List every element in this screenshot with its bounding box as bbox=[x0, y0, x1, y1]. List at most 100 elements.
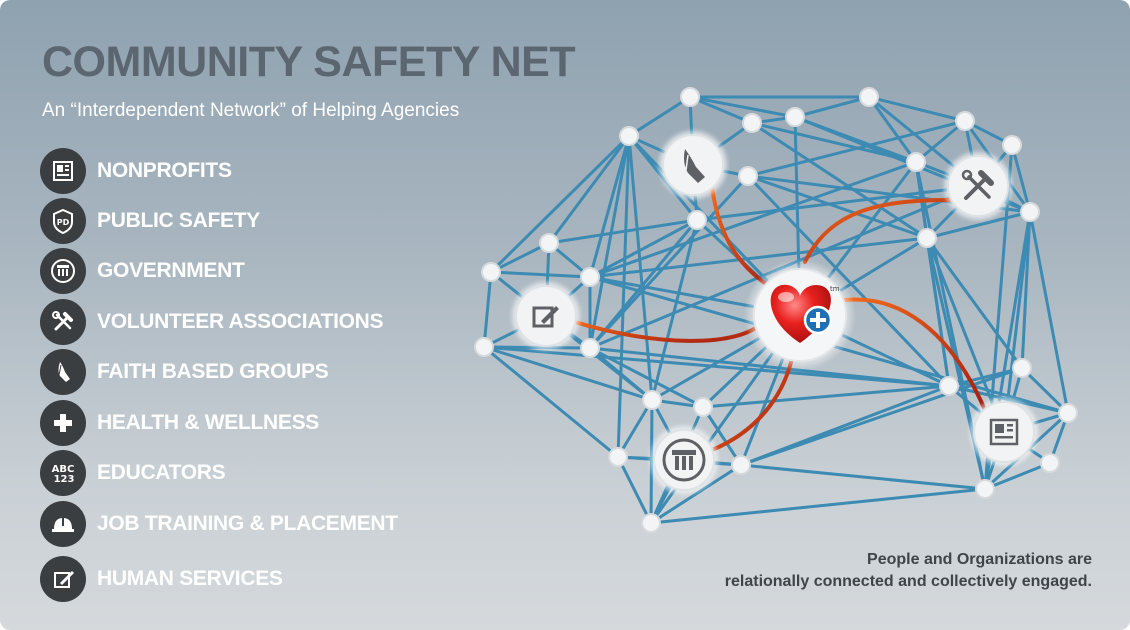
network-edge bbox=[588, 218, 699, 279]
network-edge bbox=[588, 346, 705, 409]
network-edge bbox=[489, 134, 631, 274]
network-node bbox=[742, 113, 762, 133]
network-edge bbox=[867, 95, 918, 164]
network-node bbox=[641, 513, 661, 533]
svg-text:123: 123 bbox=[54, 474, 75, 485]
newspaper-node-icon bbox=[970, 398, 1038, 466]
legend-item-faith-based-groups: FAITH BASED GROUPS bbox=[40, 349, 329, 395]
network-edge bbox=[616, 398, 654, 459]
network-edge bbox=[588, 346, 951, 388]
network-node bbox=[1020, 202, 1040, 222]
network-node bbox=[642, 390, 662, 410]
legend-item-health-wellness: HEALTH & WELLNESS bbox=[40, 400, 319, 446]
legend-label: JOB TRAINING & PLACEMENT bbox=[97, 512, 398, 535]
network-edge bbox=[701, 384, 951, 409]
police-badge-icon: PD bbox=[40, 198, 86, 244]
network-node bbox=[939, 376, 959, 396]
network-edge bbox=[701, 405, 743, 467]
highlight-path bbox=[803, 198, 952, 264]
network-edges bbox=[482, 95, 1070, 525]
network-edge bbox=[489, 241, 551, 274]
network-edge bbox=[649, 487, 987, 525]
legend-label: GOVERNMENT bbox=[97, 259, 245, 282]
network-edge bbox=[914, 160, 951, 388]
praying-hands-node-icon bbox=[659, 131, 727, 199]
network-edge bbox=[489, 270, 592, 279]
svg-text:ABC: ABC bbox=[52, 464, 75, 475]
network-node bbox=[906, 152, 926, 172]
network-edge bbox=[482, 270, 493, 349]
network-node bbox=[955, 111, 975, 131]
network-node bbox=[859, 87, 879, 107]
network-edge bbox=[616, 134, 631, 459]
network-edge bbox=[482, 345, 654, 402]
network-node bbox=[619, 126, 639, 146]
caption-line-2: relationally connected and collectively … bbox=[724, 573, 1092, 590]
network-edge bbox=[482, 345, 620, 459]
network-edge bbox=[1020, 366, 1070, 415]
newspaper-icon bbox=[40, 148, 86, 194]
network-edge bbox=[688, 95, 754, 125]
network-nodes bbox=[474, 87, 1078, 533]
network-node bbox=[738, 166, 758, 186]
checkbox-pen-node-icon bbox=[512, 282, 580, 350]
svg-text:PD: PD bbox=[57, 218, 70, 227]
network-node bbox=[608, 447, 628, 467]
legend-label: FAITH BASED GROUPS bbox=[97, 360, 329, 383]
network-edge bbox=[1028, 210, 1070, 415]
network-edge bbox=[695, 184, 980, 222]
network-node bbox=[975, 479, 995, 499]
network-edge bbox=[588, 134, 631, 350]
network-edge bbox=[650, 218, 699, 402]
network-edge bbox=[1020, 210, 1032, 370]
legend-label: VOLUNTEER ASSOCIATIONS bbox=[97, 310, 384, 333]
legend-item-job-training: JOB TRAINING & PLACEMENT bbox=[40, 501, 398, 547]
legend-label: HEALTH & WELLNESS bbox=[97, 411, 320, 434]
network-edge bbox=[1010, 143, 1032, 214]
network-node bbox=[1012, 358, 1032, 378]
network-edge bbox=[793, 95, 871, 119]
network-edge bbox=[746, 174, 951, 388]
highlight-path bbox=[843, 297, 987, 412]
checkbox-pen-icon bbox=[40, 556, 86, 602]
legend-item-human-services: HUMAN SERVICES bbox=[40, 556, 283, 602]
heart-plus-icon: tm bbox=[744, 259, 856, 371]
network-edge bbox=[739, 463, 987, 491]
network-node bbox=[474, 337, 494, 357]
network-edge bbox=[739, 366, 1024, 467]
diagram-caption: People and Organizations are relationall… bbox=[632, 549, 1092, 593]
trademark-mark: tm bbox=[830, 285, 840, 293]
network-edge bbox=[1002, 210, 1032, 434]
network-node bbox=[481, 262, 501, 282]
network-edge bbox=[588, 174, 750, 350]
network-edge bbox=[482, 345, 951, 388]
network-edge bbox=[547, 134, 631, 245]
network-node bbox=[539, 233, 559, 253]
network-edge bbox=[547, 218, 699, 245]
legend-label: EDUCATORS bbox=[97, 461, 226, 484]
network-node bbox=[785, 107, 805, 127]
page-title: COMMUNITY SAFETY NET bbox=[42, 38, 576, 86]
network-node bbox=[687, 210, 707, 230]
legend-item-nonprofits: NONPROFITS bbox=[40, 148, 232, 194]
hard-hat-icon bbox=[40, 501, 86, 547]
legend-item-government: GOVERNMENT bbox=[40, 248, 245, 294]
page-subtitle: An “Interdependent Network” of Helping A… bbox=[42, 100, 460, 121]
network-node bbox=[1040, 453, 1060, 473]
network-edge bbox=[588, 134, 631, 279]
network-edge bbox=[688, 95, 797, 119]
network-edge bbox=[867, 95, 967, 123]
government-building-icon bbox=[40, 248, 86, 294]
legend-label: NONPROFITS bbox=[97, 159, 232, 182]
network-edge bbox=[925, 236, 1024, 370]
network-node bbox=[580, 267, 600, 287]
network-node bbox=[917, 228, 937, 248]
legend-item-public-safety: PD PUBLIC SAFETY bbox=[40, 198, 260, 244]
network-edge bbox=[616, 455, 653, 525]
legend-label: PUBLIC SAFETY bbox=[97, 209, 260, 232]
tools-icon bbox=[40, 299, 86, 345]
